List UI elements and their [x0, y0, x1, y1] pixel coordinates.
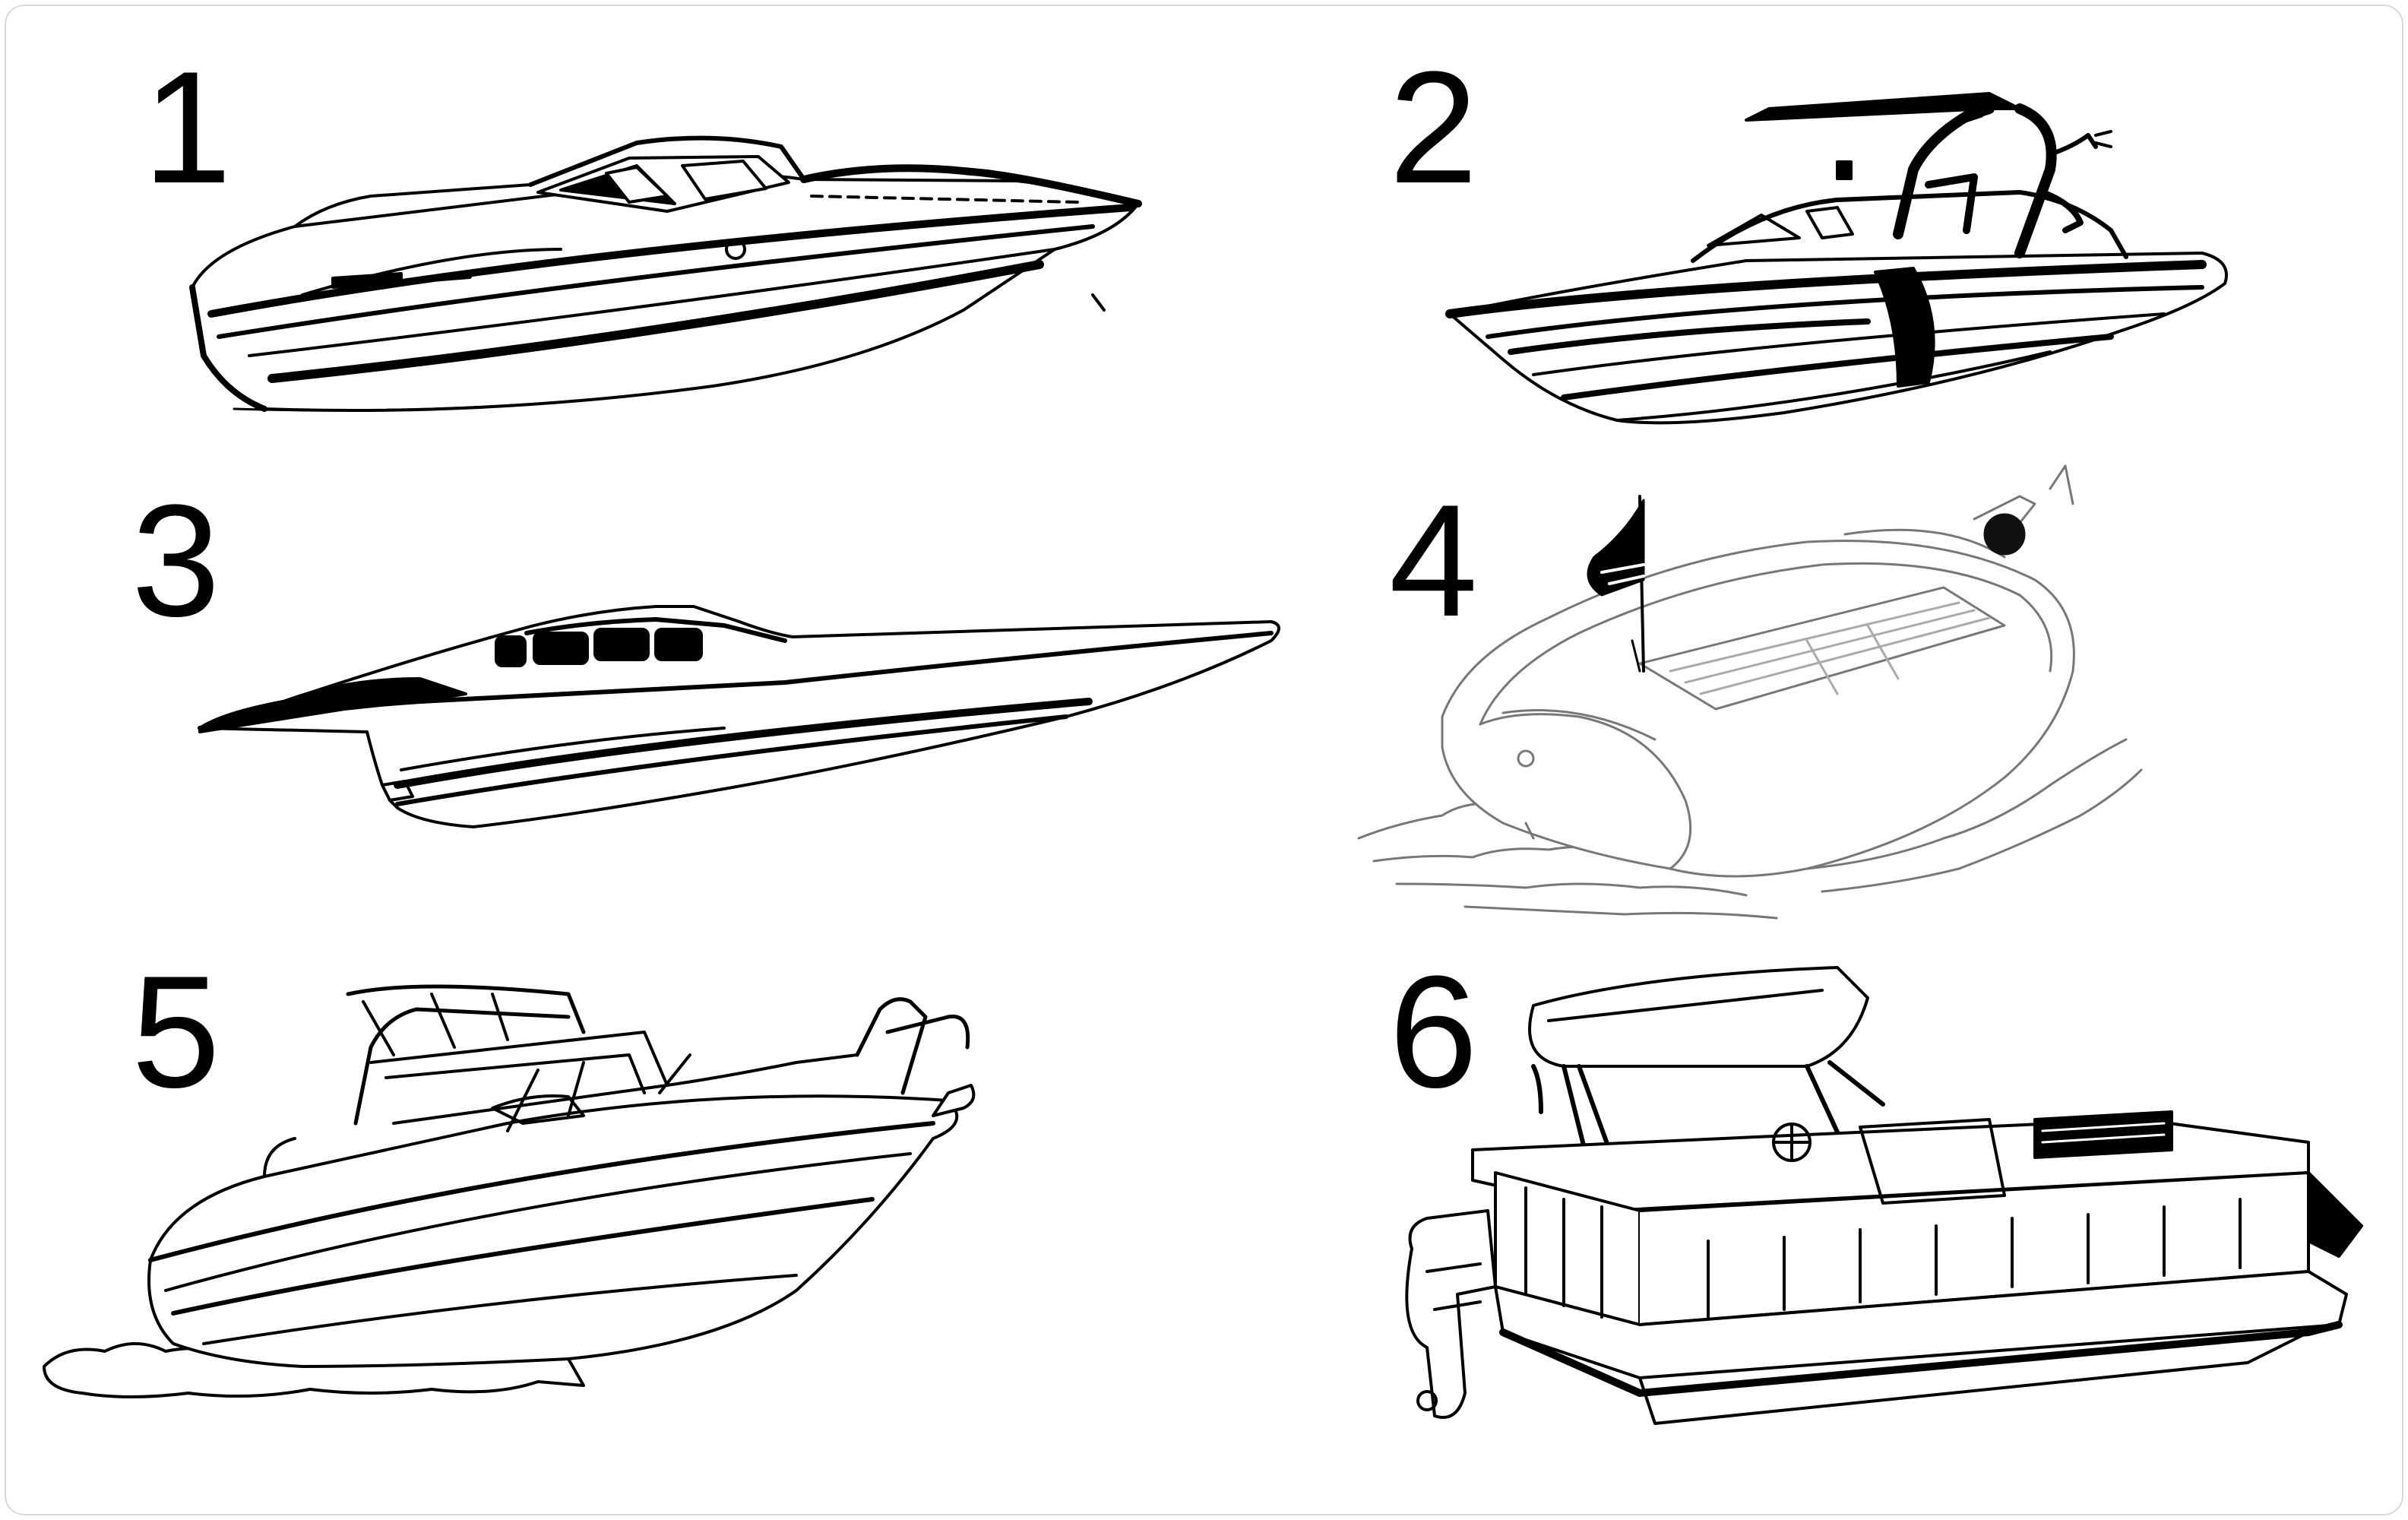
speedboat-cruiser-icon [181, 135, 1153, 424]
panel-number: 3 [131, 471, 220, 650]
classic-wooden-runabout-icon [1351, 458, 2202, 929]
panel-number: 5 [131, 942, 220, 1121]
walkaround-cabin-boat-icon [36, 971, 1001, 1412]
pontoon-boat-icon [1412, 967, 2362, 1446]
panel-number: 1 [143, 38, 232, 217]
panel-number: 2 [1389, 38, 1478, 217]
panel-number: 4 [1389, 471, 1478, 650]
boat-chart-sheet: 1 2 [5, 5, 2403, 1515]
panel-number: 6 [1389, 942, 1478, 1121]
offshore-performance-boat-icon [192, 587, 1294, 838]
wakeboard-tower-boat-icon [1442, 78, 2248, 435]
